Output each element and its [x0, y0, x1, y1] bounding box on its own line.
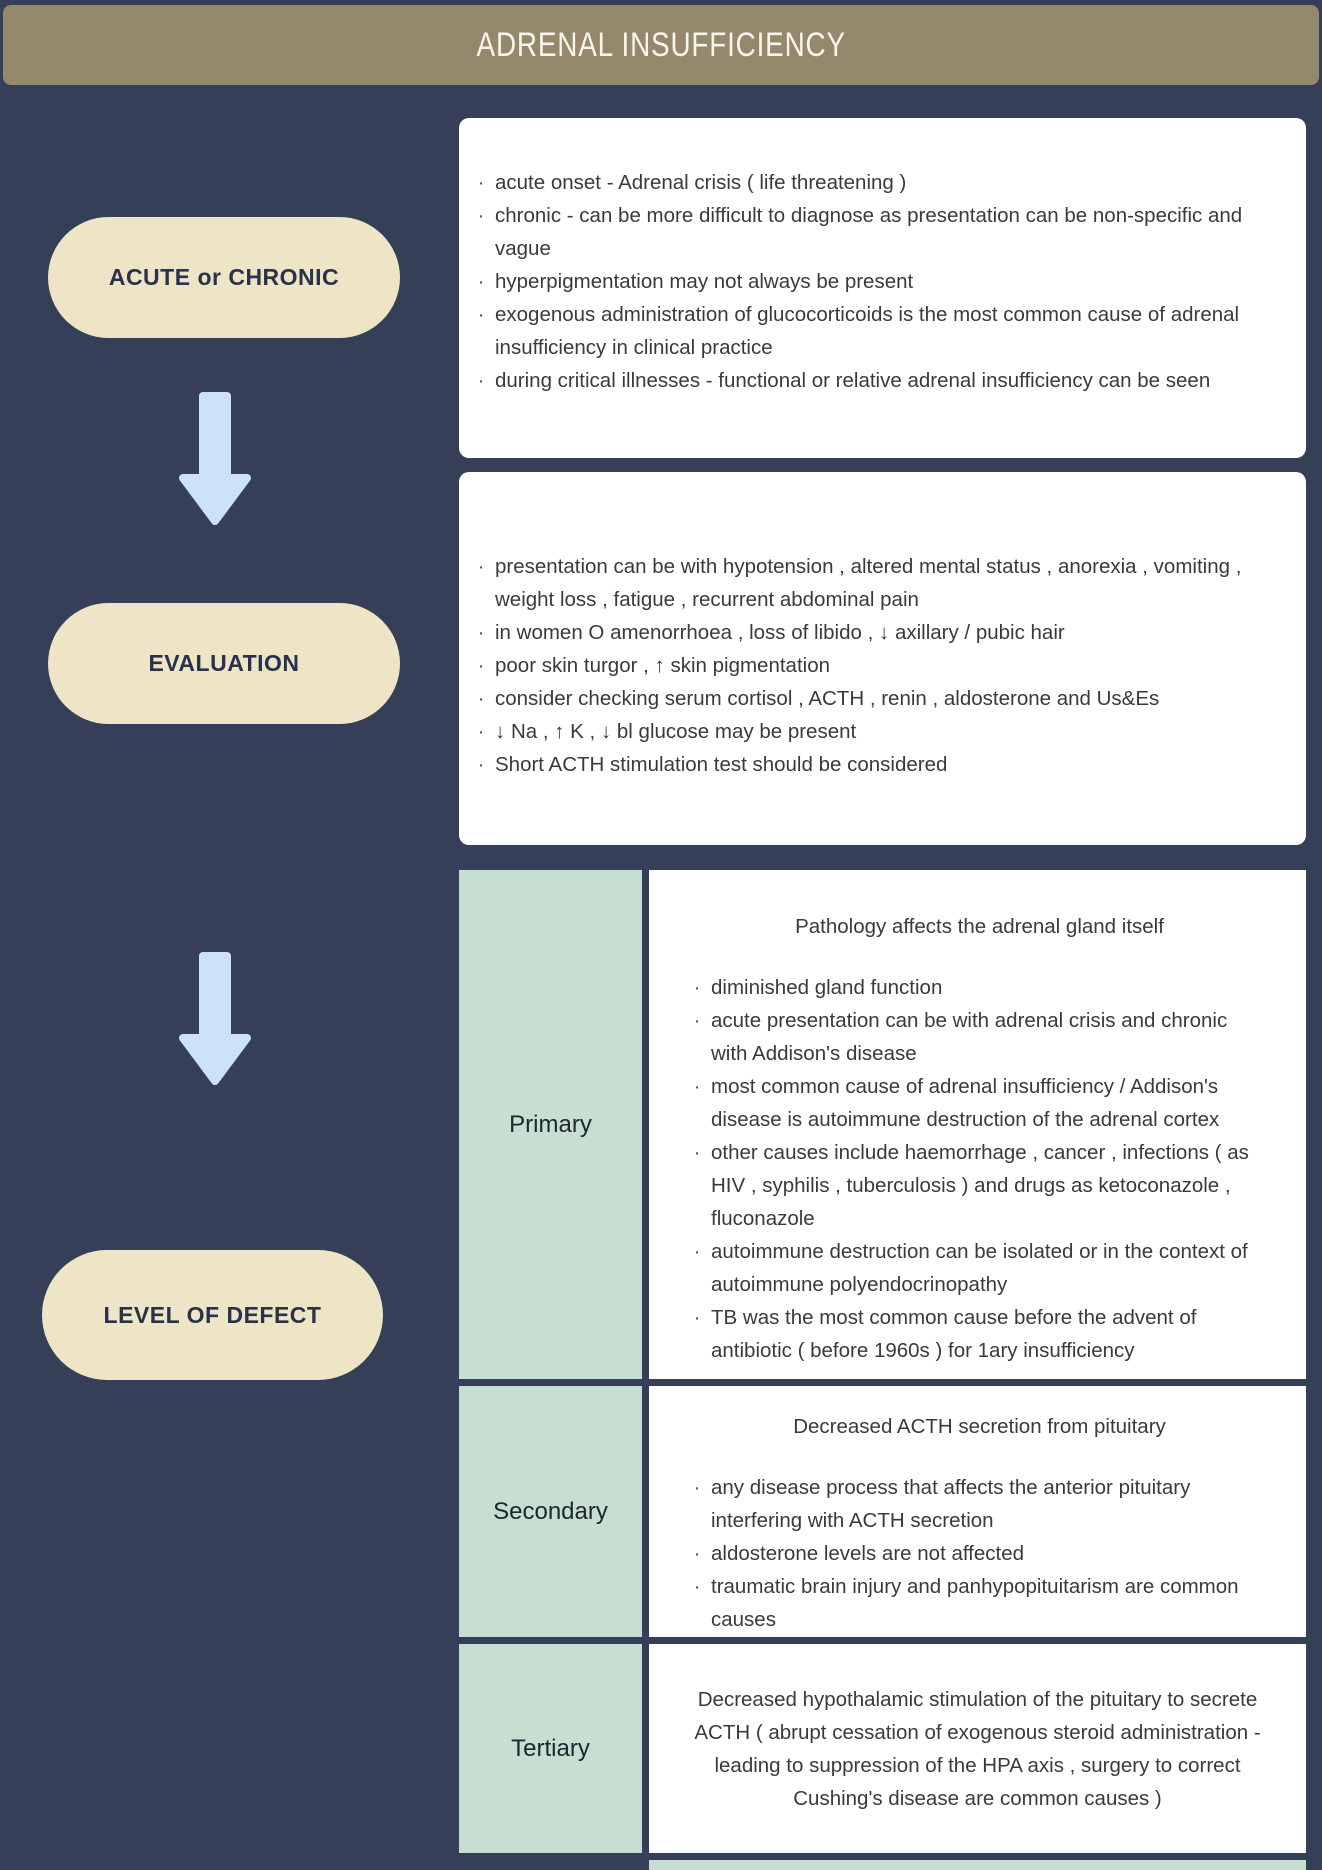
bullet-item: · traumatic brain injury and panhypopitu…	[675, 1570, 1284, 1636]
bullet-item: · exogenous administration of glucocorti…	[459, 298, 1306, 364]
bullet-text: acute onset - Adrenal crisis ( life thre…	[495, 171, 907, 194]
bullet-item: · hyperpigmentation may not always be pr…	[459, 265, 1306, 298]
bullet-text: chronic - can be more difficult to diagn…	[495, 204, 1243, 260]
table-row-tertiary-content: Decreased hypothalamic stimulation of th…	[649, 1644, 1306, 1853]
acute-or-chronic-notes-card: · acute onset - Adrenal crisis ( life th…	[459, 118, 1306, 458]
bullet-dot: ·	[693, 1575, 701, 1598]
bullet-item: · during critical illnesses - functional…	[459, 364, 1306, 397]
bullet-dot: ·	[693, 976, 701, 999]
row-heading: Pathology affects the adrenal gland itse…	[795, 915, 1164, 938]
table-bottom-strip	[649, 1860, 1306, 1870]
bullet-dot: ·	[477, 720, 485, 743]
bullet-dot: ·	[477, 654, 485, 677]
bullet-text: acute presentation can be with adrenal c…	[711, 1009, 1228, 1065]
bullet-item: · acute presentation can be with adrenal…	[675, 1004, 1284, 1070]
page-title: ADRENAL INSUFFICIENCY	[476, 25, 846, 64]
bullet-item: · aldosterone levels are not affected	[675, 1537, 1284, 1570]
bullet-dot: ·	[477, 687, 485, 710]
bullet-dot: ·	[477, 621, 485, 644]
bullet-dot: ·	[693, 1306, 701, 1329]
down-arrow-icon	[179, 392, 251, 525]
table-row-tertiary-level: Tertiary	[459, 1644, 642, 1853]
bullet-text: aldosterone levels are not affected	[711, 1542, 1025, 1565]
flow-step-label: LEVEL OF DEFECT	[103, 1301, 322, 1328]
flow-step-label: EVALUATION	[148, 650, 300, 676]
bullet-item: · diminished gland function	[675, 971, 1284, 1004]
bullet-list: · presentation can be with hypotension ,…	[459, 550, 1306, 781]
flow-step-acute-or-chronic: ACUTE or CHRONIC	[48, 217, 400, 338]
down-arrow-icon	[179, 952, 251, 1085]
bullet-text: presentation can be with hypotension , a…	[495, 555, 1242, 611]
bullet-text: exogenous administration of glucocortico…	[495, 303, 1240, 359]
table-row-primary-level: Primary	[459, 870, 642, 1379]
bullet-text: ↓ Na , ↑ K , ↓ bl glucose may be present	[495, 720, 857, 743]
bullet-text: most common cause of adrenal insufficien…	[711, 1075, 1220, 1131]
bullet-item: · most common cause of adrenal insuffici…	[675, 1070, 1284, 1136]
bullet-item: · ↓ Na , ↑ K , ↓ bl glucose may be prese…	[459, 715, 1306, 748]
flow-step-evaluation: EVALUATION	[48, 603, 400, 724]
bullet-item: · presentation can be with hypotension ,…	[459, 550, 1306, 616]
flow-step-label: ACUTE or CHRONIC	[108, 264, 340, 290]
bullet-list: · diminished gland function · acute pres…	[675, 971, 1284, 1367]
table-row-secondary-content: Decreased ACTH secretion from pituitary …	[649, 1386, 1306, 1637]
bullet-text: traumatic brain injury and panhypopituit…	[711, 1575, 1239, 1631]
bullet-text: any disease process that affects the ant…	[711, 1476, 1191, 1532]
bullet-item: · chronic - can be more difficult to dia…	[459, 199, 1306, 265]
bullet-text: diminished gland function	[711, 976, 943, 999]
bullet-dot: ·	[477, 555, 485, 578]
bullet-text: Short ACTH stimulation test should be co…	[495, 753, 948, 776]
bullet-text: other causes include haemorrhage , cance…	[711, 1141, 1249, 1230]
bullet-dot: ·	[693, 1542, 701, 1565]
bullet-item: · acute onset - Adrenal crisis ( life th…	[459, 166, 1306, 199]
row-paragraph: Decreased hypothalamic stimulation of th…	[694, 1687, 1261, 1810]
bullet-text: during critical illnesses - functional o…	[495, 369, 1211, 392]
bullet-dot: ·	[693, 1009, 701, 1032]
bullet-text: hyperpigmentation may not always be pres…	[495, 270, 914, 293]
bullet-dot: ·	[693, 1476, 701, 1499]
table-row-secondary-level: Secondary	[459, 1386, 642, 1637]
bullet-item: · any disease process that affects the a…	[675, 1471, 1284, 1537]
bullet-item: · consider checking serum cortisol , ACT…	[459, 682, 1306, 715]
bullet-item: · other causes include haemorrhage , can…	[675, 1136, 1284, 1235]
flow-step-level-of-defect: LEVEL OF DEFECT	[42, 1250, 383, 1380]
bullet-item: · poor skin turgor , ↑ skin pigmentation	[459, 649, 1306, 682]
bullet-list: · acute onset - Adrenal crisis ( life th…	[459, 166, 1306, 397]
evaluation-notes-card: · presentation can be with hypotension ,…	[459, 472, 1306, 845]
table-row-primary-content: Pathology affects the adrenal gland itse…	[649, 870, 1306, 1379]
row-heading: Decreased ACTH secretion from pituitary	[793, 1415, 1166, 1438]
bullet-text: consider checking serum cortisol , ACTH …	[495, 687, 1160, 710]
bullet-dot: ·	[693, 1141, 701, 1164]
level-of-defect-table: Primary Pathology affects the adrenal gl…	[459, 870, 1306, 1870]
table-bottom-gap	[459, 1860, 642, 1870]
bullet-item: · in women O amenorrhoea , loss of libid…	[459, 616, 1306, 649]
bullet-dot: ·	[477, 753, 485, 776]
bullet-item: · TB was the most common cause before th…	[675, 1301, 1284, 1367]
bullet-text: autoimmune destruction can be isolated o…	[711, 1240, 1248, 1296]
bullet-text: TB was the most common cause before the …	[711, 1306, 1197, 1362]
bullet-item: · Short ACTH stimulation test should be …	[459, 748, 1306, 781]
bullet-dot: ·	[477, 204, 485, 227]
bullet-item: · autoimmune destruction can be isolated…	[675, 1235, 1284, 1301]
bullet-dot: ·	[693, 1075, 701, 1098]
bullet-text: poor skin turgor , ↑ skin pigmentation	[495, 654, 830, 677]
bullet-dot: ·	[477, 369, 485, 392]
bullet-dot: ·	[477, 270, 485, 293]
bullet-text: in women O amenorrhoea , loss of libido …	[495, 621, 1065, 644]
bullet-dot: ·	[477, 171, 485, 194]
bullet-list: · any disease process that affects the a…	[675, 1471, 1284, 1636]
title-bar: ADRENAL INSUFFICIENCY	[3, 5, 1319, 85]
bullet-dot: ·	[693, 1240, 701, 1263]
bullet-dot: ·	[477, 303, 485, 326]
